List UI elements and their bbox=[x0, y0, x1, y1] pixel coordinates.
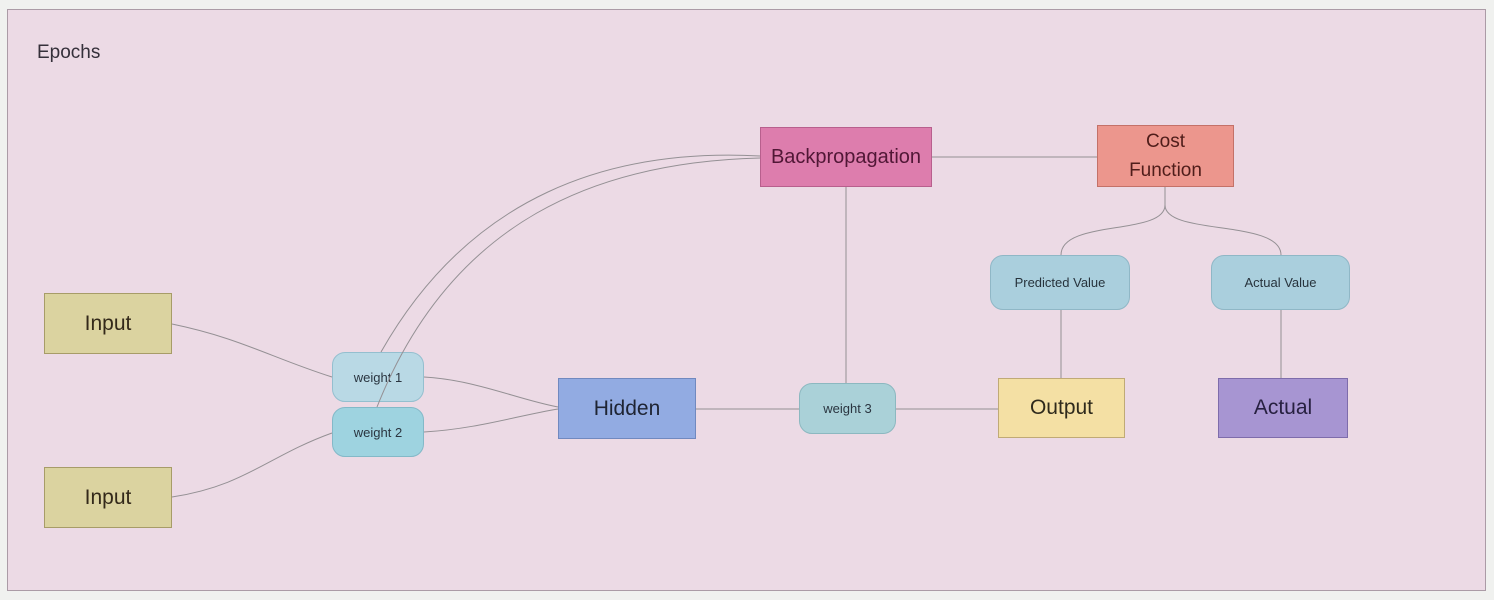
node-label: weight 2 bbox=[353, 424, 403, 440]
node-label: Input bbox=[84, 311, 132, 335]
node-label: Hidden bbox=[593, 396, 661, 420]
diagram-title: Epochs bbox=[37, 42, 101, 63]
node-hidden[interactable]: Hidden bbox=[558, 378, 696, 439]
node-weight-1[interactable]: weight 1 bbox=[332, 352, 424, 402]
node-predicted-value[interactable]: Predicted Value bbox=[990, 255, 1130, 310]
node-input-2[interactable]: Input bbox=[44, 467, 172, 528]
node-backpropagation[interactable]: Backpropagation bbox=[760, 127, 932, 187]
node-cost-function[interactable]: Cost Function bbox=[1097, 125, 1234, 187]
node-input-1[interactable]: Input bbox=[44, 293, 172, 354]
node-output[interactable]: Output bbox=[998, 378, 1125, 438]
node-label: Backpropagation bbox=[770, 145, 922, 168]
node-label: Actual bbox=[1253, 396, 1313, 419]
node-label: Predicted Value bbox=[1014, 275, 1106, 290]
node-actual-value[interactable]: Actual Value bbox=[1211, 255, 1350, 310]
node-weight-2[interactable]: weight 2 bbox=[332, 407, 424, 457]
node-label: weight 1 bbox=[353, 369, 403, 385]
node-label: Output bbox=[1029, 396, 1094, 419]
node-label: weight 3 bbox=[823, 401, 872, 416]
node-label: Actual Value bbox=[1244, 275, 1317, 290]
node-label: Cost Function bbox=[1129, 130, 1202, 181]
node-label: Input bbox=[84, 485, 132, 509]
node-weight-3[interactable]: weight 3 bbox=[799, 383, 896, 434]
node-actual[interactable]: Actual bbox=[1218, 378, 1348, 438]
